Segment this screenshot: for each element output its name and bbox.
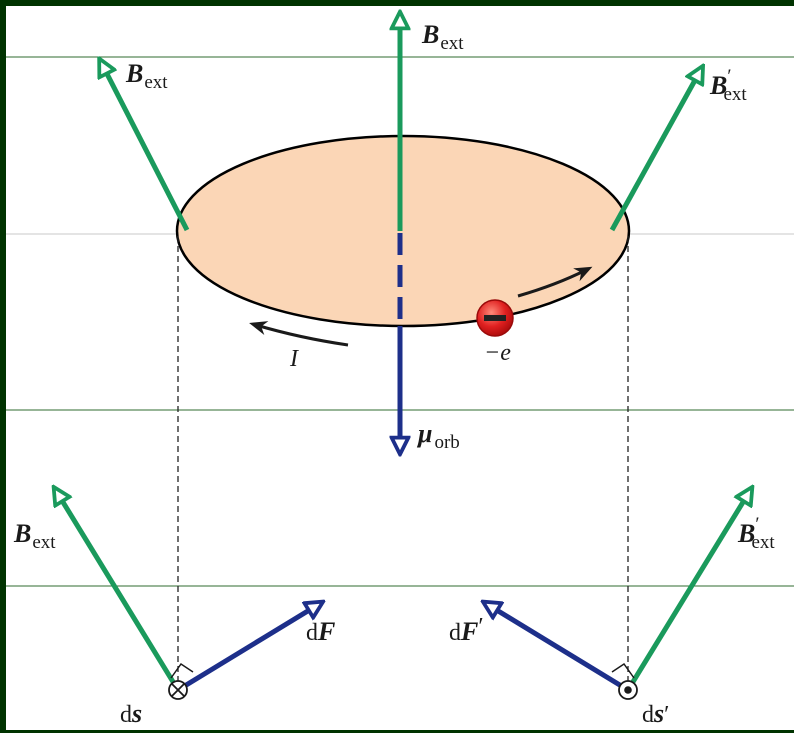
b-ext-lower-right-label: B′ext — [737, 514, 775, 553]
current-direction-arrow — [249, 321, 349, 347]
df-arrow — [176, 606, 316, 693]
df-prime-label: dF′ — [449, 614, 484, 646]
frame-top — [0, 0, 794, 6]
df-prime-arrow — [490, 606, 630, 693]
right-angle-mark-right — [611, 662, 635, 679]
electron-motion-arrow — [517, 266, 593, 298]
electron-charge-label: −e — [484, 340, 511, 366]
b-ext-top-label: Bext — [421, 20, 464, 54]
b-ext-right-arrow — [609, 73, 699, 232]
b-ext-lower-left-label: Bext — [13, 519, 56, 553]
electron-minus-icon — [476, 299, 514, 337]
frame-left — [0, 0, 6, 733]
ds-label: ds — [120, 699, 142, 728]
b-ext-left-arrow — [103, 66, 190, 232]
df-label: dF — [306, 617, 335, 646]
frame-bottom — [0, 730, 794, 733]
right-angle-mark-left — [170, 662, 194, 679]
b-ext-right-label: B′ext — [709, 66, 747, 105]
b-ext-left-label: Bext — [125, 59, 168, 93]
current-label: I — [289, 346, 299, 372]
b-ext-lower-right-arrow — [625, 494, 748, 692]
cross-circle-icon — [168, 680, 188, 700]
dot-circle-icon — [618, 680, 638, 700]
orbit-disk — [175, 134, 631, 328]
ds-prime-label: ds′ — [642, 699, 669, 728]
b-ext-lower-left-arrow — [58, 494, 181, 692]
projection-lines — [177, 236, 629, 690]
